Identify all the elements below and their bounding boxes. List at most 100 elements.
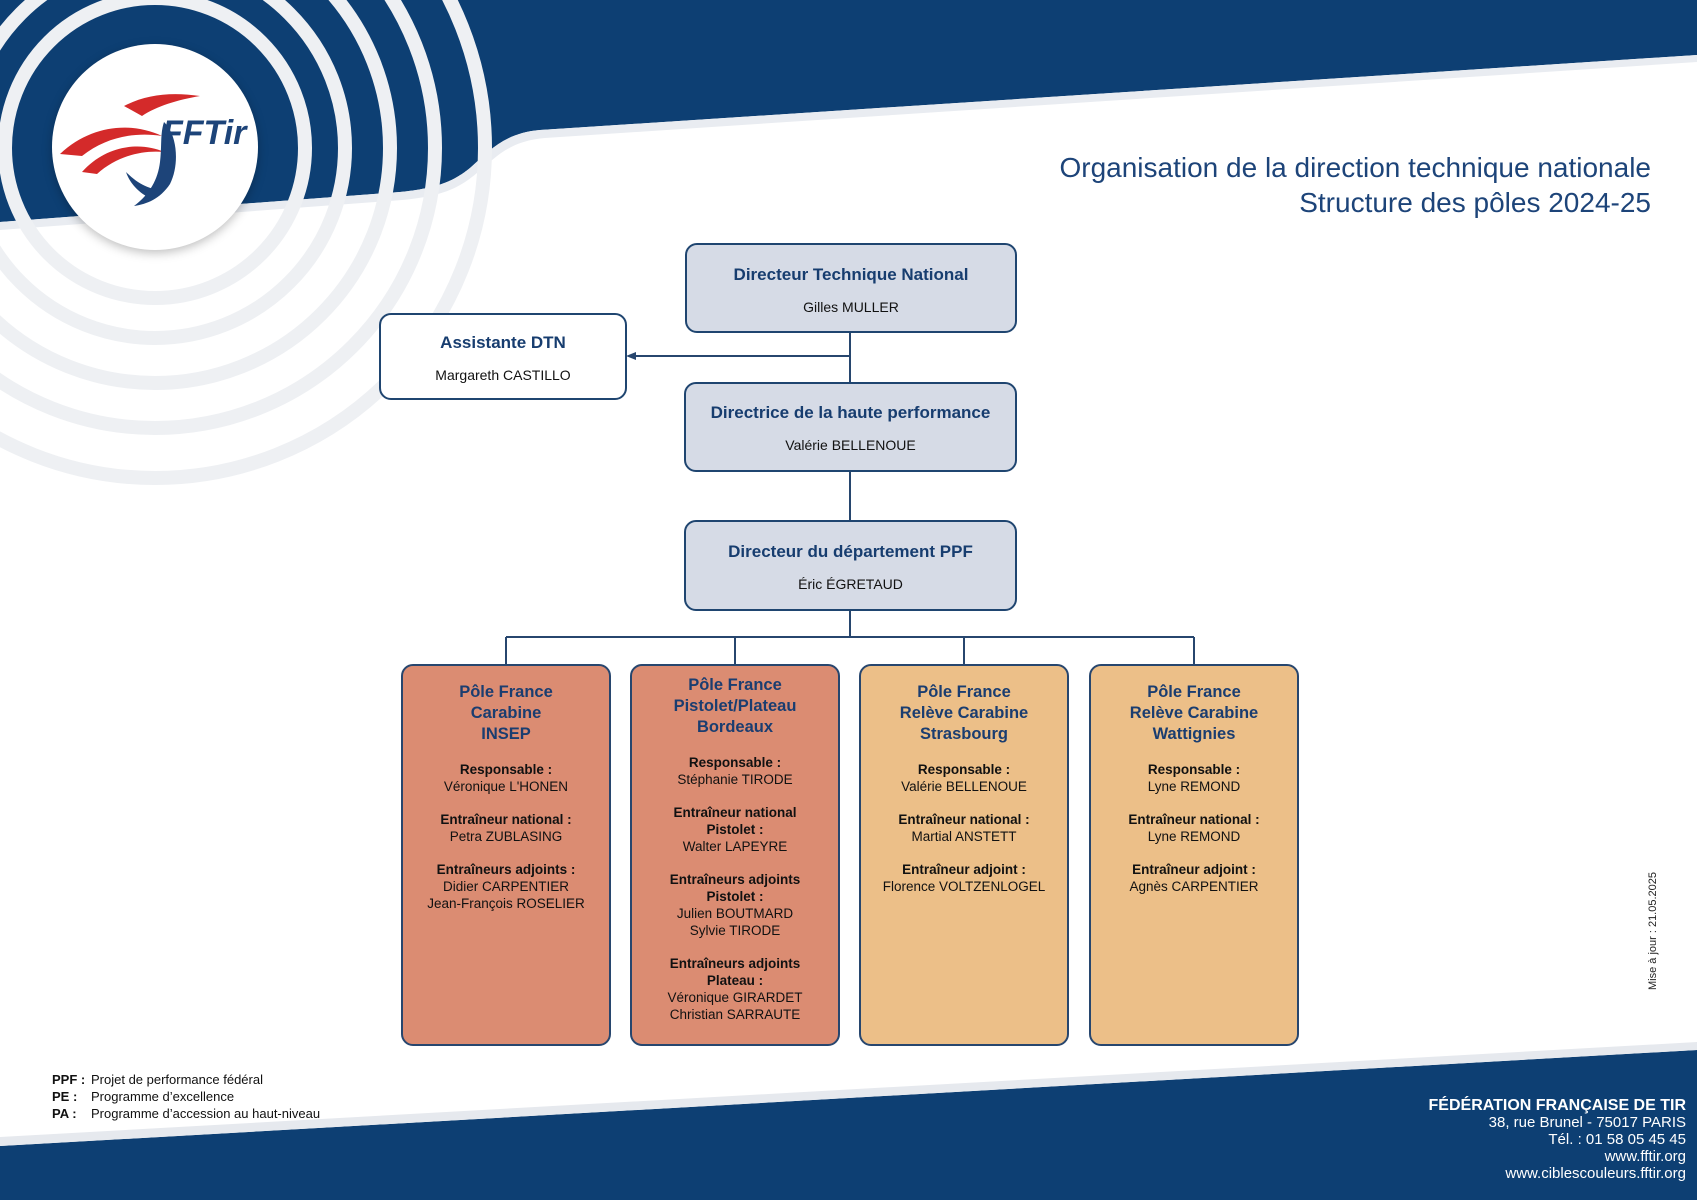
section-label: Entraîneurs adjoints <box>669 956 801 971</box>
footer-contact: FÉDÉRATION FRANÇAISE DE TIR 38, rue Brun… <box>1429 1097 1686 1182</box>
fftir-logo: FFTir <box>52 44 258 250</box>
dtn-name: Gilles MULLER <box>803 299 899 315</box>
person-name: Didier CARPENTIER <box>442 879 570 894</box>
dtn-box: Directeur Technique National Gilles MULL… <box>685 243 1017 333</box>
pole-section: Entraîneur national : Petra ZUBLASING <box>403 811 609 845</box>
person-name: Lyne REMOND <box>1147 779 1241 794</box>
section-label: Pistolet : <box>706 889 764 904</box>
pole-section: Entraîneurs adjoints Plateau : Véronique… <box>632 955 838 1023</box>
section-label: Responsable : <box>688 755 782 770</box>
footer-website-link-2[interactable]: www.ciblescouleurs.fftir.org <box>1505 1165 1686 1182</box>
pole-section: Entraîneurs adjoints : Didier CARPENTIER… <box>403 861 609 912</box>
legend-row: PPF : Projet de performance fédéral <box>52 1071 320 1088</box>
assistant-title: Assistante DTN <box>440 333 566 352</box>
legend-abbr: PPF : <box>52 1072 86 1087</box>
pole-section: Entraîneurs adjoints Pistolet : Julien B… <box>632 871 838 939</box>
person-name: Christian SARRAUTE <box>669 1007 801 1022</box>
person-name: Stéphanie TIRODE <box>677 772 793 787</box>
update-date: Mise à jour : 21.05.2025 <box>1647 871 1659 991</box>
pole-title-line: Pôle France <box>1147 683 1241 701</box>
page-title: Organisation de la direction technique n… <box>1059 150 1651 220</box>
pole-title-line: Carabine <box>470 704 542 722</box>
pole-section: Entraîneur adjoint : Agnès CARPENTIER <box>1091 861 1297 895</box>
person-name: Petra ZUBLASING <box>449 829 563 844</box>
pole-title-line: Pôle France <box>459 683 553 701</box>
pole-title-line: Relève Carabine <box>1129 704 1259 722</box>
pole-title-line: INSEP <box>481 725 531 743</box>
legend-text: Programme d’accession au haut-niveau <box>91 1106 321 1121</box>
person-name: Valérie BELLENOUE <box>901 779 1027 794</box>
section-label: Entraîneur adjoint : <box>902 862 1026 877</box>
pole-section: Responsable : Valérie BELLENOUE <box>861 761 1067 795</box>
person-name: Lyne REMOND <box>1147 829 1241 844</box>
person-name: Julien BOUTMARD <box>676 906 794 921</box>
legend-abbr: PA : <box>52 1106 77 1121</box>
pole-section: Responsable : Véronique L'HONEN <box>403 761 609 795</box>
section-label: Pistolet : <box>706 822 764 837</box>
person-name: Martial ANSTETT <box>911 829 1017 844</box>
section-label: Entraîneur national <box>673 805 797 820</box>
section-label: Entraîneur adjoint : <box>1132 862 1256 877</box>
abbreviation-legend: PPF :Projet de performance fédéral PE :P… <box>52 1071 320 1122</box>
section-label: Entraîneurs adjoints <box>669 872 801 887</box>
section-label: Responsable : <box>917 762 1011 777</box>
pole-section: Responsable : Stéphanie TIRODE <box>632 754 838 788</box>
pole-title: Pôle France Pistolet/Plateau Bordeaux <box>632 675 838 738</box>
dtn-title: Directeur Technique National <box>733 265 969 284</box>
ppf-title: Directeur du département PPF <box>728 542 973 561</box>
hp-name: Valérie BELLENOUE <box>785 437 916 453</box>
pole-title-line: Wattignies <box>1152 725 1236 743</box>
legend-row: PA : Programme d’accession au haut-niveau <box>52 1105 320 1122</box>
pole-section: Entraîneur national Pistolet : Walter LA… <box>632 804 838 855</box>
pole-title-line: Pistolet/Plateau <box>673 697 797 715</box>
ppf-box: Directeur du département PPF Éric ÉGRETA… <box>684 520 1017 611</box>
pole-section: Responsable : Lyne REMOND <box>1091 761 1297 795</box>
pole-title-line: Pôle France <box>917 683 1011 701</box>
section-label: Entraîneur national : <box>440 812 572 827</box>
section-label: Entraîneurs adjoints : <box>436 862 576 877</box>
pole-title-line: Strasbourg <box>919 725 1008 743</box>
footer-website-link[interactable]: www.fftir.org <box>1604 1148 1686 1165</box>
person-name: Florence VOLTZENLOGEL <box>882 879 1046 894</box>
pole-releve-carabine-strasbourg: Pôle France Relève Carabine Strasbourg R… <box>859 664 1069 1046</box>
section-label: Plateau : <box>706 973 764 988</box>
footer-org-name: FÉDÉRATION FRANÇAISE DE TIR <box>1428 1097 1686 1114</box>
person-name: Walter LAPEYRE <box>682 839 788 854</box>
section-label: Entraîneur national : <box>898 812 1030 827</box>
pole-title-line: Relève Carabine <box>899 704 1029 722</box>
person-name: Véronique GIRARDET <box>667 990 803 1005</box>
ppf-name: Éric ÉGRETAUD <box>798 576 903 592</box>
legend-abbr: PE : <box>52 1089 78 1104</box>
pole-section: Entraîneur adjoint : Florence VOLTZENLOG… <box>861 861 1067 895</box>
section-label: Entraîneur national : <box>1128 812 1260 827</box>
assistant-name: Margareth CASTILLO <box>435 367 571 383</box>
section-label: Responsable : <box>459 762 553 777</box>
pole-section: Entraîneur national : Martial ANSTETT <box>861 811 1067 845</box>
person-name: Sylvie TIRODE <box>689 923 781 938</box>
hp-box: Directrice de la haute performance Valér… <box>684 382 1017 472</box>
pole-section: Entraîneur national : Lyne REMOND <box>1091 811 1297 845</box>
svg-text:FFTir: FFTir <box>162 114 248 152</box>
pole-title: Pôle France Relève Carabine Wattignies <box>1091 682 1297 745</box>
pole-title-line: Pôle France <box>688 676 782 694</box>
pole-title: Pôle France Carabine INSEP <box>403 682 609 745</box>
legend-text: Projet de performance fédéral <box>91 1072 263 1087</box>
pole-title-line: Bordeaux <box>696 718 774 736</box>
pole-title: Pôle France Relève Carabine Strasbourg <box>861 682 1067 745</box>
footer-address: 38, rue Brunel - 75017 PARIS <box>1488 1114 1686 1131</box>
person-name: Agnès CARPENTIER <box>1129 879 1259 894</box>
person-name: Jean-François ROSELIER <box>427 896 585 911</box>
pole-releve-carabine-wattignies: Pôle France Relève Carabine Wattignies R… <box>1089 664 1299 1046</box>
legend-row: PE : Programme d’excellence <box>52 1088 320 1105</box>
pole-pistolet-plateau-bordeaux: Pôle France Pistolet/Plateau Bordeaux Re… <box>630 664 840 1046</box>
title-line-2: Structure des pôles 2024-25 <box>1299 187 1651 218</box>
person-name: Véronique L'HONEN <box>443 779 569 794</box>
hp-title: Directrice de la haute performance <box>710 403 991 422</box>
pole-carabine-insep: Pôle France Carabine INSEP Responsable :… <box>401 664 611 1046</box>
assistant-box: Assistante DTN Margareth CASTILLO <box>379 313 627 400</box>
title-line-1: Organisation de la direction technique n… <box>1059 152 1651 183</box>
legend-text: Programme d’excellence <box>91 1089 235 1104</box>
footer-phone: Tél. : 01 58 05 45 45 <box>1548 1131 1686 1148</box>
